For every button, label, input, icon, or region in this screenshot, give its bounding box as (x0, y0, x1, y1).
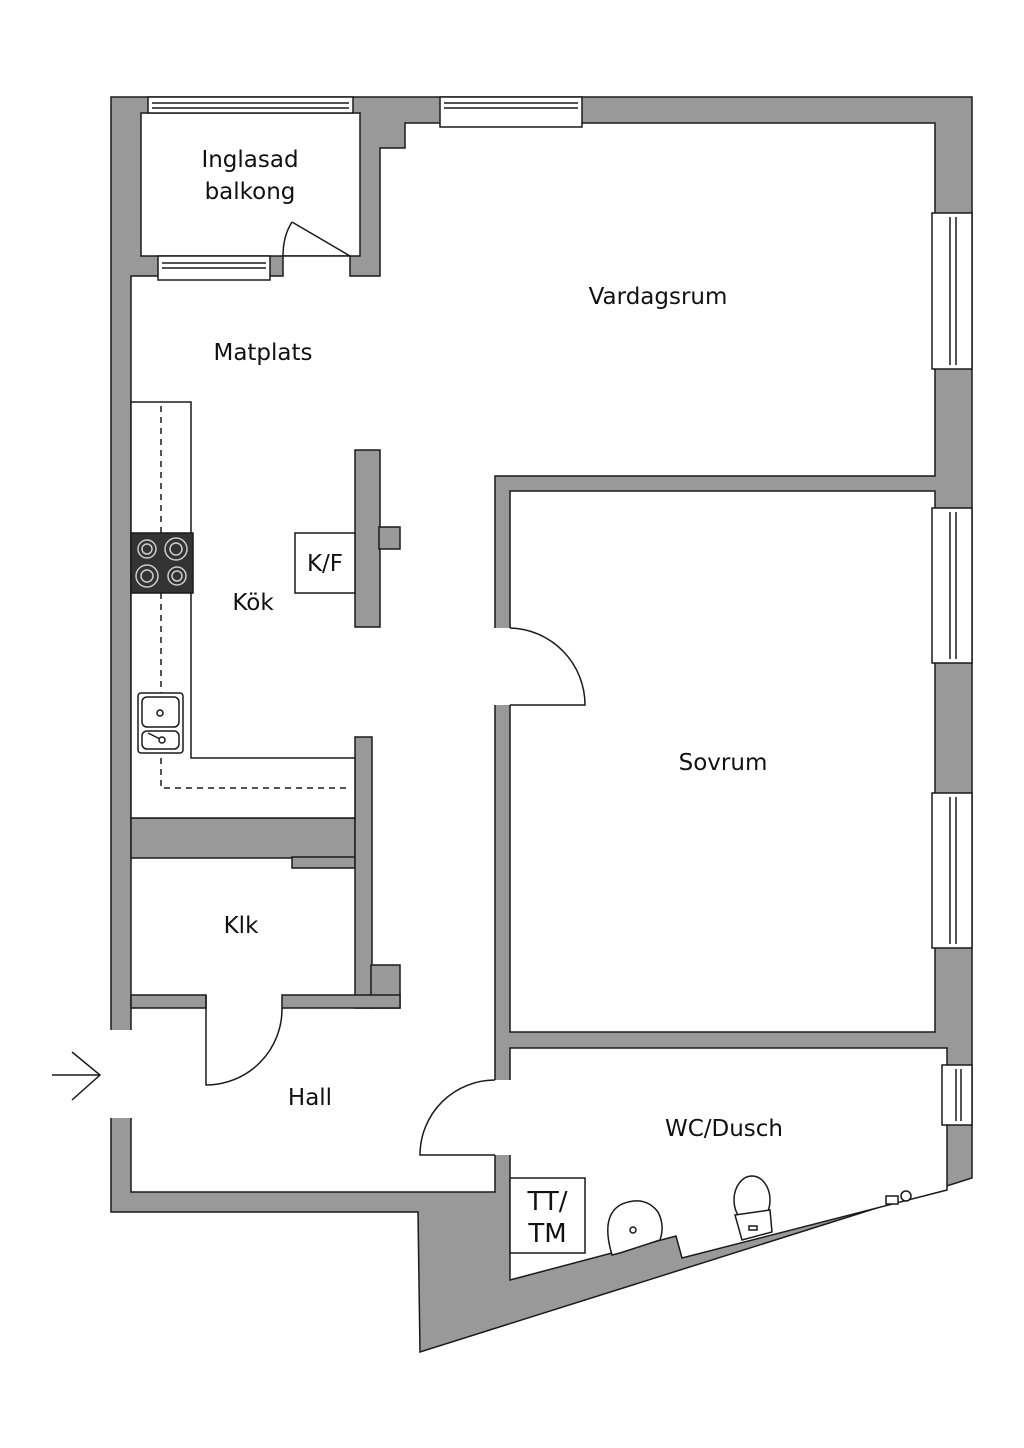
room-label-bathroom: WC/Dusch (664, 1116, 784, 1142)
room-label-kitchen: Kök (232, 590, 274, 616)
bedroom-door-opening (494, 628, 511, 705)
laundry-label: TT/ TM (527, 1187, 568, 1249)
room-label-living: Vardagsrum (588, 284, 728, 310)
stove-icon (130, 532, 194, 594)
room-label-closet: Klk (223, 913, 259, 939)
laundry-box (509, 1177, 586, 1254)
fridge-box (294, 532, 356, 594)
room-label-balcony: Inglasad balkong (201, 147, 299, 205)
windows (147, 96, 973, 1126)
balcony-floor (140, 112, 361, 257)
room-label-dining: Matplats (213, 340, 313, 366)
fridge-label: K/F (306, 551, 344, 577)
entrance-opening (110, 1030, 132, 1118)
sink-icon (137, 692, 184, 754)
room-label-bedroom: Sovrum (678, 750, 768, 776)
washbasin-icon (607, 1200, 663, 1256)
entrance-arrow-icon (52, 1051, 102, 1101)
shower-icon (885, 1190, 912, 1205)
main-floor (130, 122, 936, 1193)
doors (205, 221, 586, 1156)
bathroom-door-opening (494, 1080, 511, 1155)
toilet-icon (733, 1175, 773, 1241)
kitchen-counter (130, 401, 356, 819)
bedroom-floor (509, 490, 936, 1033)
room-label-hall: Hall (287, 1085, 333, 1111)
